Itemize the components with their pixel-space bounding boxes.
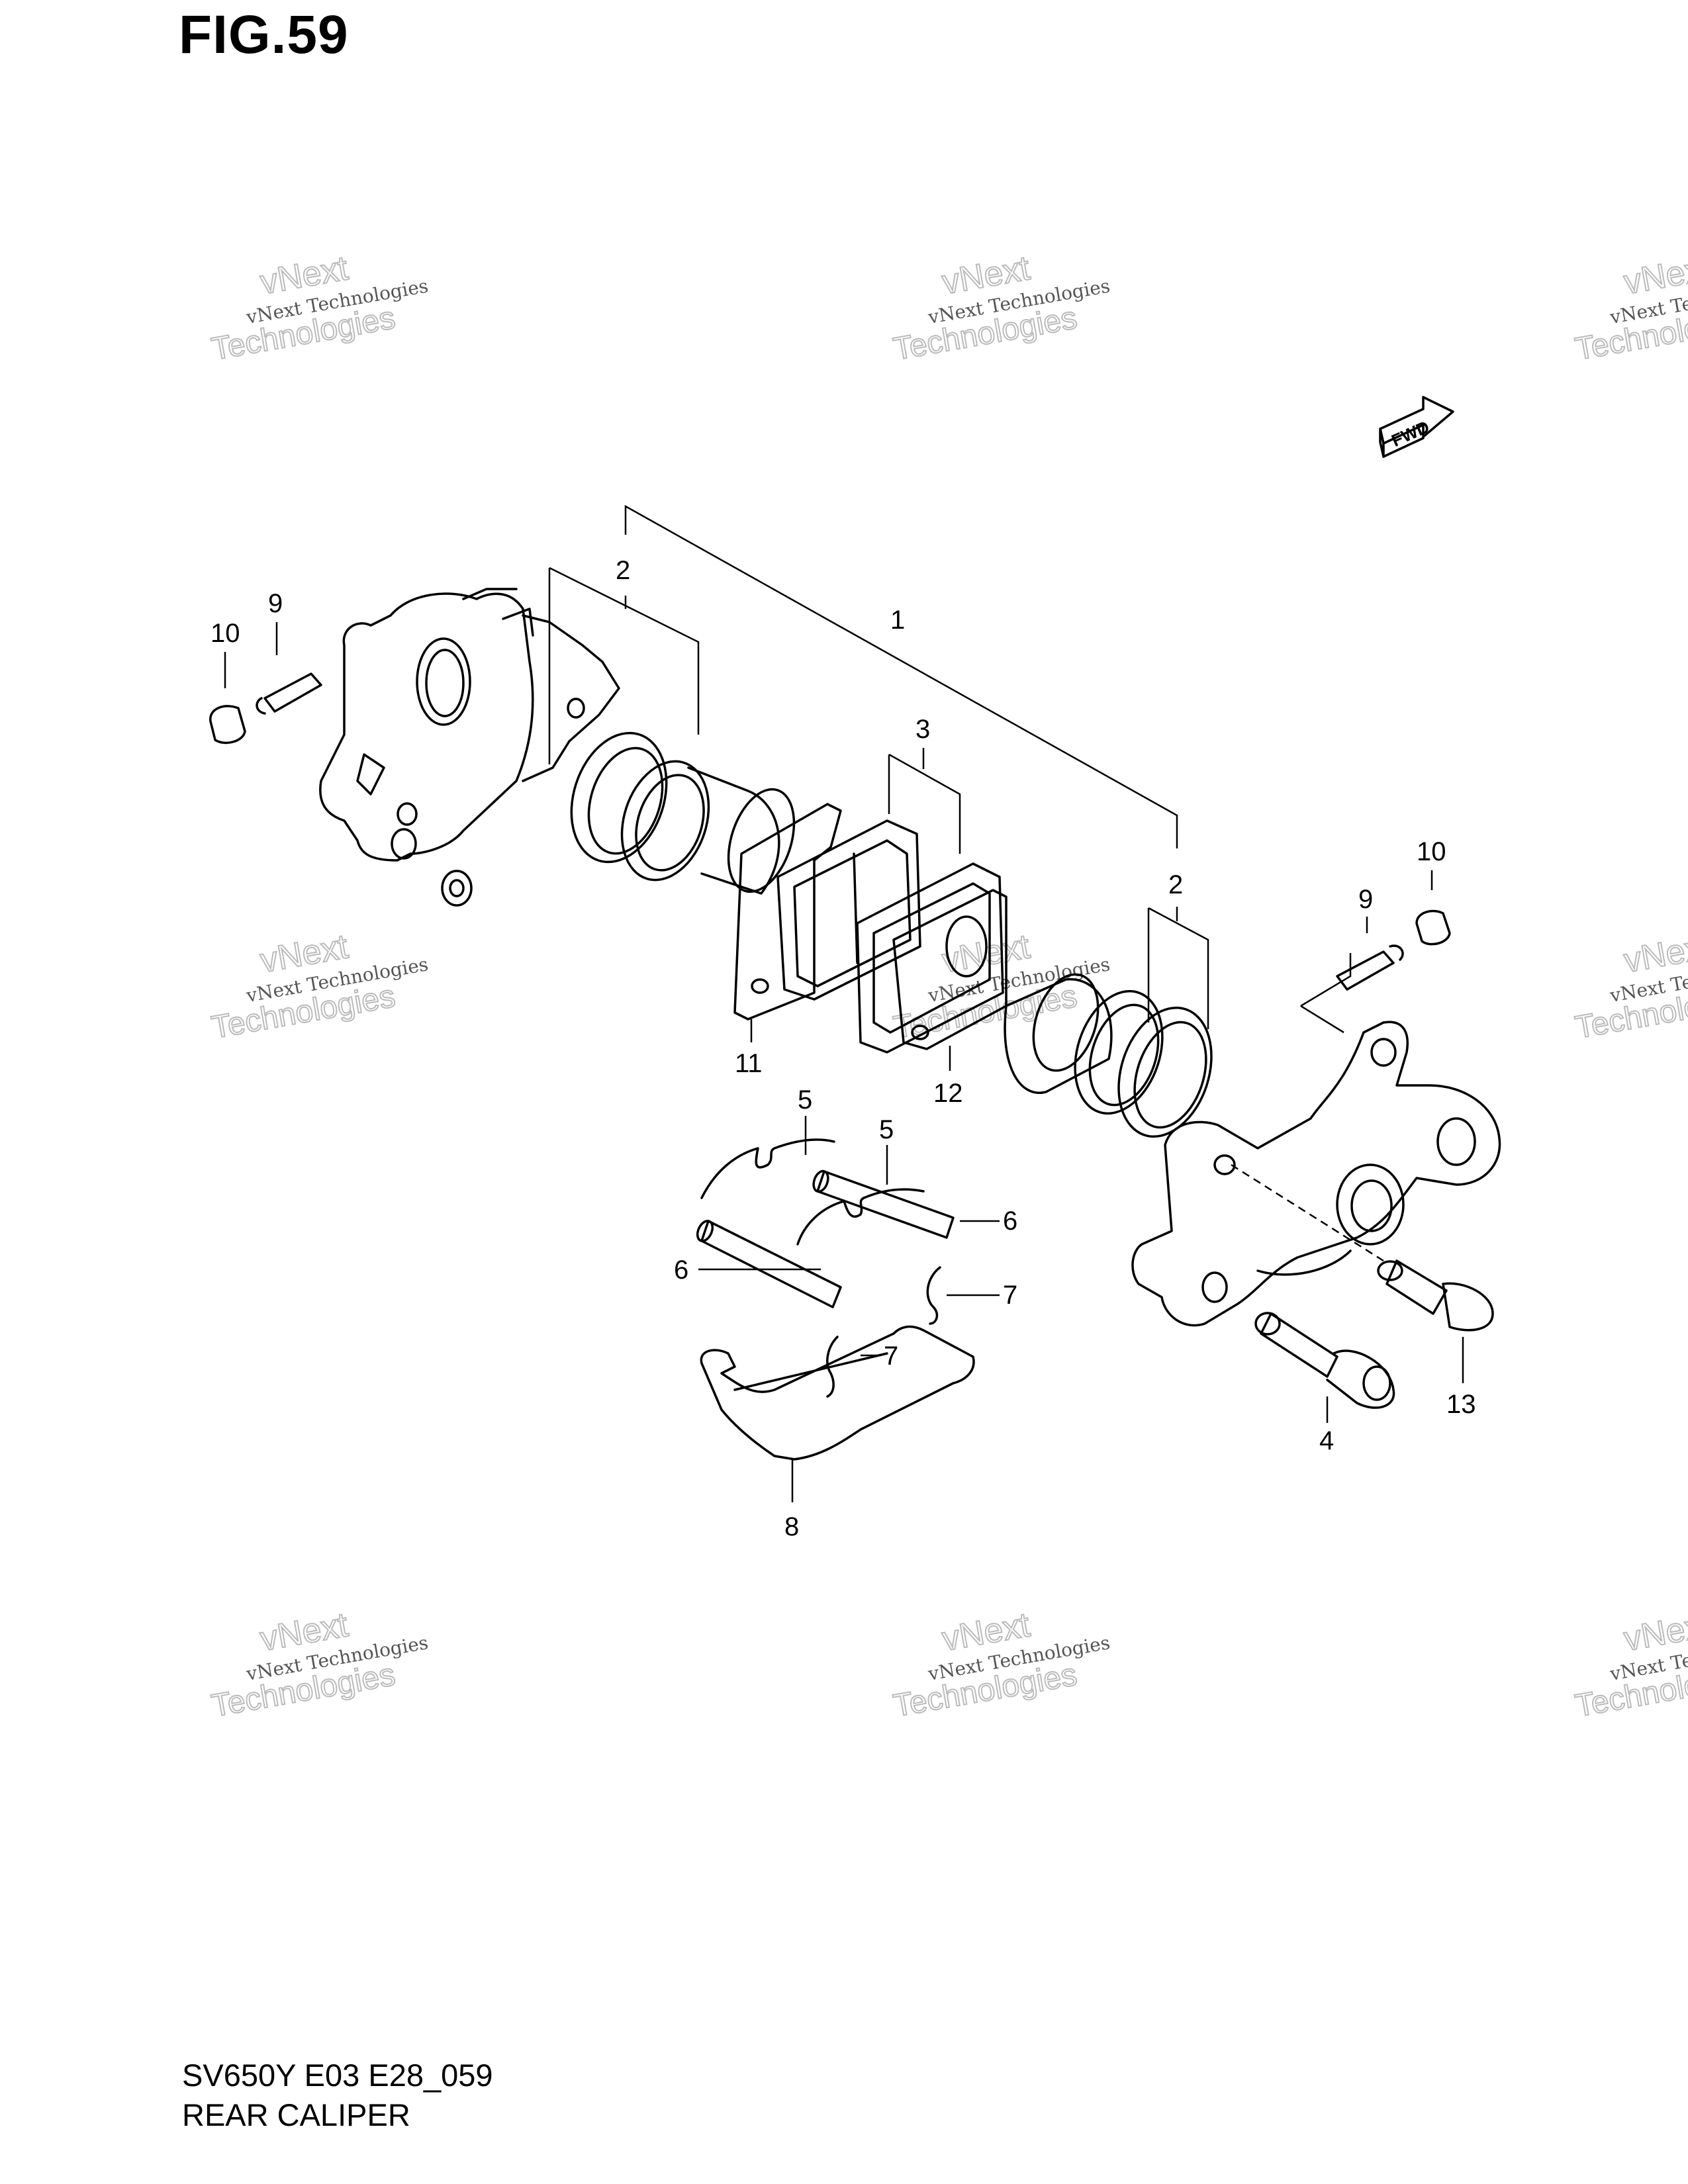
clip-upper — [926, 1266, 941, 1325]
pad-spring-lower — [796, 1188, 925, 1246]
caliper-bolt-4 — [1254, 1312, 1395, 1409]
callout-3: 3 — [915, 715, 930, 744]
pad-shim-left — [733, 803, 842, 1021]
callout-11: 11 — [735, 1049, 763, 1078]
left-caliper-body — [319, 588, 620, 862]
callout-13: 13 — [1446, 1390, 1476, 1419]
washer — [441, 870, 473, 907]
left-bleeder-screw — [256, 672, 322, 715]
callout-2-left: 2 — [616, 556, 630, 585]
figure-title: FIG.59 — [179, 5, 349, 65]
callout-labels: 1 2 2 3 4 5 5 6 6 7 7 8 9 9 10 10 11 12 … — [211, 556, 1476, 1541]
callout-6-left: 6 — [674, 1255, 688, 1285]
callout-1: 1 — [890, 606, 905, 635]
brake-pad-left — [776, 819, 921, 1001]
left-bleeder-cap — [209, 705, 246, 745]
pad-spring-upper — [700, 1138, 835, 1199]
callout-10-right: 10 — [1417, 837, 1446, 866]
callout-8: 8 — [784, 1512, 799, 1541]
callout-7-left: 7 — [884, 1342, 898, 1371]
mounting-bolt-13 — [1377, 1259, 1494, 1332]
pad-pin-upper — [812, 1169, 955, 1239]
left-piston-seal-set — [570, 731, 796, 895]
right-piston-seal-set — [1004, 973, 1213, 1138]
callout-9-right: 9 — [1358, 885, 1373, 914]
callout-10-left: 10 — [211, 619, 240, 648]
callout-6-right: 6 — [1003, 1206, 1017, 1236]
right-bleeder-screw — [1336, 944, 1404, 991]
callout-2-right: 2 — [1168, 870, 1183, 899]
pad-pin-lower — [696, 1220, 842, 1308]
callout-4: 4 — [1319, 1426, 1334, 1455]
watermark-group: vNext Technologies vNext Technologies vN… — [209, 248, 1688, 1725]
right-caliper-body — [1131, 1021, 1501, 1327]
brake-pad-right — [856, 862, 1004, 1054]
clip-lower — [826, 1336, 839, 1398]
right-bleeder-cap — [1415, 909, 1451, 946]
fwd-arrow-icon: FWD — [1379, 396, 1454, 458]
model-code: SV650Y E03 E28_059 — [182, 2058, 493, 2093]
callout-9-left: 9 — [268, 589, 283, 618]
callout-12: 12 — [933, 1079, 963, 1108]
figure-name: REAR CALIPER — [182, 2097, 410, 2132]
callout-7-right: 7 — [1003, 1281, 1017, 1310]
pad-spring-plate — [700, 1325, 975, 1461]
callout-5-upper: 5 — [798, 1085, 812, 1115]
callout-5-lower: 5 — [879, 1115, 894, 1144]
leader-lines — [224, 504, 1464, 1502]
